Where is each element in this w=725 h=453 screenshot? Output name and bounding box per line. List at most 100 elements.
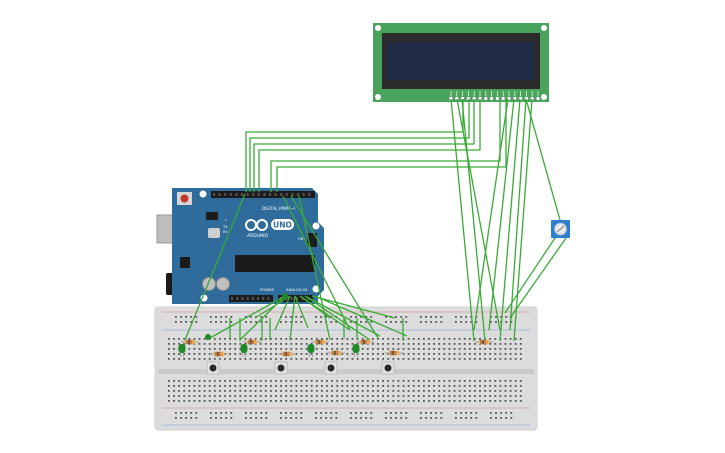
breadboard-hole[interactable] (285, 338, 288, 340)
breadboard-rail-hole[interactable] (435, 417, 438, 419)
breadboard-hole[interactable] (484, 358, 486, 360)
wire[interactable] (276, 99, 507, 192)
breadboard-hole[interactable] (402, 343, 405, 345)
breadboard-hole[interactable] (443, 380, 446, 382)
breadboard-rail-hole[interactable] (350, 316, 352, 318)
breadboard-hole[interactable] (285, 358, 288, 360)
breadboard-rail-hole[interactable] (355, 316, 357, 318)
breadboard-rail-hole[interactable] (405, 417, 408, 419)
breadboard-hole[interactable] (264, 400, 267, 402)
breadboard-hole[interactable] (356, 343, 359, 345)
breadboard-hole[interactable] (402, 395, 405, 397)
breadboard-hole[interactable] (203, 353, 206, 355)
breadboard-rail-hole[interactable] (440, 417, 443, 419)
breadboard-rail-hole[interactable] (335, 412, 338, 414)
breadboard-hole[interactable] (219, 390, 221, 392)
breadboard-rail-hole[interactable] (495, 316, 497, 318)
breadboard-hole[interactable] (224, 390, 226, 392)
breadboard-hole[interactable] (509, 358, 512, 360)
breadboard-hole[interactable] (198, 358, 201, 360)
wire-layer[interactable] (184, 98, 567, 342)
breadboard-hole[interactable] (193, 385, 196, 387)
breadboard-hole[interactable] (519, 358, 522, 360)
breadboard-hole[interactable] (453, 380, 456, 382)
breadboard-hole[interactable] (234, 400, 237, 402)
breadboard-hole[interactable] (315, 380, 318, 382)
breadboard-rail-hole[interactable] (175, 417, 177, 419)
breadboard-hole[interactable] (438, 390, 441, 392)
breadboard-hole[interactable] (249, 385, 252, 387)
breadboard-hole[interactable] (514, 348, 517, 350)
breadboard-hole[interactable] (259, 343, 262, 345)
breadboard-hole[interactable] (387, 395, 390, 397)
breadboard-hole[interactable] (417, 353, 420, 355)
breadboard-hole[interactable] (326, 348, 328, 350)
breadboard-hole[interactable] (519, 338, 522, 340)
breadboard-rail-hole[interactable] (420, 417, 422, 419)
breadboard-hole[interactable] (168, 385, 170, 387)
breadboard-rail-hole[interactable] (255, 412, 257, 414)
breadboard-hole[interactable] (178, 380, 180, 382)
breadboard-hole[interactable] (474, 400, 476, 402)
breadboard-hole[interactable] (280, 385, 282, 387)
breadboard-hole[interactable] (519, 395, 522, 397)
breadboard-hole[interactable] (351, 395, 354, 397)
wire[interactable] (473, 98, 509, 331)
breadboard-hole[interactable] (479, 385, 481, 387)
breadboard-hole[interactable] (315, 390, 318, 392)
breadboard-hole[interactable] (519, 343, 522, 345)
breadboard-rail-hole[interactable] (395, 321, 397, 323)
breadboard-hole[interactable] (295, 390, 298, 392)
breadboard-hole[interactable] (514, 338, 517, 340)
breadboard-hole[interactable] (290, 343, 293, 345)
breadboard-hole[interactable] (295, 380, 298, 382)
breadboard-hole[interactable] (280, 358, 282, 360)
breadboard-hole[interactable] (234, 385, 237, 387)
breadboard-hole[interactable] (392, 390, 395, 392)
breadboard-hole[interactable] (397, 348, 400, 350)
breadboard-rail-hole[interactable] (175, 412, 177, 414)
breadboard-hole[interactable] (397, 395, 400, 397)
breadboard-hole[interactable] (412, 343, 415, 345)
breadboard-rail-hole[interactable] (255, 321, 257, 323)
breadboard-rail-hole[interactable] (195, 316, 198, 318)
breadboard-hole[interactable] (489, 385, 492, 387)
breadboard-hole[interactable] (519, 385, 522, 387)
resistor-body[interactable] (281, 351, 293, 357)
breadboard-hole[interactable] (453, 400, 456, 402)
breadboard-hole[interactable] (468, 338, 471, 340)
breadboard-hole[interactable] (443, 395, 446, 397)
breadboard-rail-hole[interactable] (385, 321, 387, 323)
breadboard-rail-hole[interactable] (245, 316, 247, 318)
led-body[interactable] (352, 344, 360, 353)
breadboard-hole[interactable] (438, 343, 441, 345)
breadboard-hole[interactable] (382, 348, 384, 350)
breadboard-hole[interactable] (244, 390, 247, 392)
breadboard-hole[interactable] (224, 395, 226, 397)
breadboard-rail-hole[interactable] (220, 321, 222, 323)
breadboard-rail-hole[interactable] (455, 412, 457, 414)
breadboard-hole[interactable] (443, 353, 446, 355)
breadboard-hole[interactable] (270, 343, 272, 345)
breadboard-hole[interactable] (193, 400, 196, 402)
breadboard-hole[interactable] (423, 390, 425, 392)
breadboard-rail-hole[interactable] (435, 316, 438, 318)
breadboard-hole[interactable] (249, 348, 252, 350)
breadboard-hole[interactable] (463, 385, 466, 387)
breadboard-hole[interactable] (443, 343, 446, 345)
resistor-body[interactable] (388, 350, 400, 356)
breadboard-hole[interactable] (173, 358, 175, 360)
breadboard-hole[interactable] (499, 390, 502, 392)
lcd-display[interactable] (373, 23, 549, 102)
breadboard-hole[interactable] (341, 390, 344, 392)
breadboard-hole[interactable] (213, 338, 216, 340)
breadboard-hole[interactable] (188, 390, 191, 392)
breadboard-rail-hole[interactable] (195, 417, 198, 419)
breadboard-hole[interactable] (295, 353, 298, 355)
breadboard-hole[interactable] (234, 353, 237, 355)
breadboard-hole[interactable] (280, 343, 282, 345)
breadboard-rail-hole[interactable] (365, 412, 368, 414)
breadboard-hole[interactable] (249, 358, 252, 360)
breadboard-hole[interactable] (326, 338, 328, 340)
breadboard-rail-hole[interactable] (195, 321, 198, 323)
